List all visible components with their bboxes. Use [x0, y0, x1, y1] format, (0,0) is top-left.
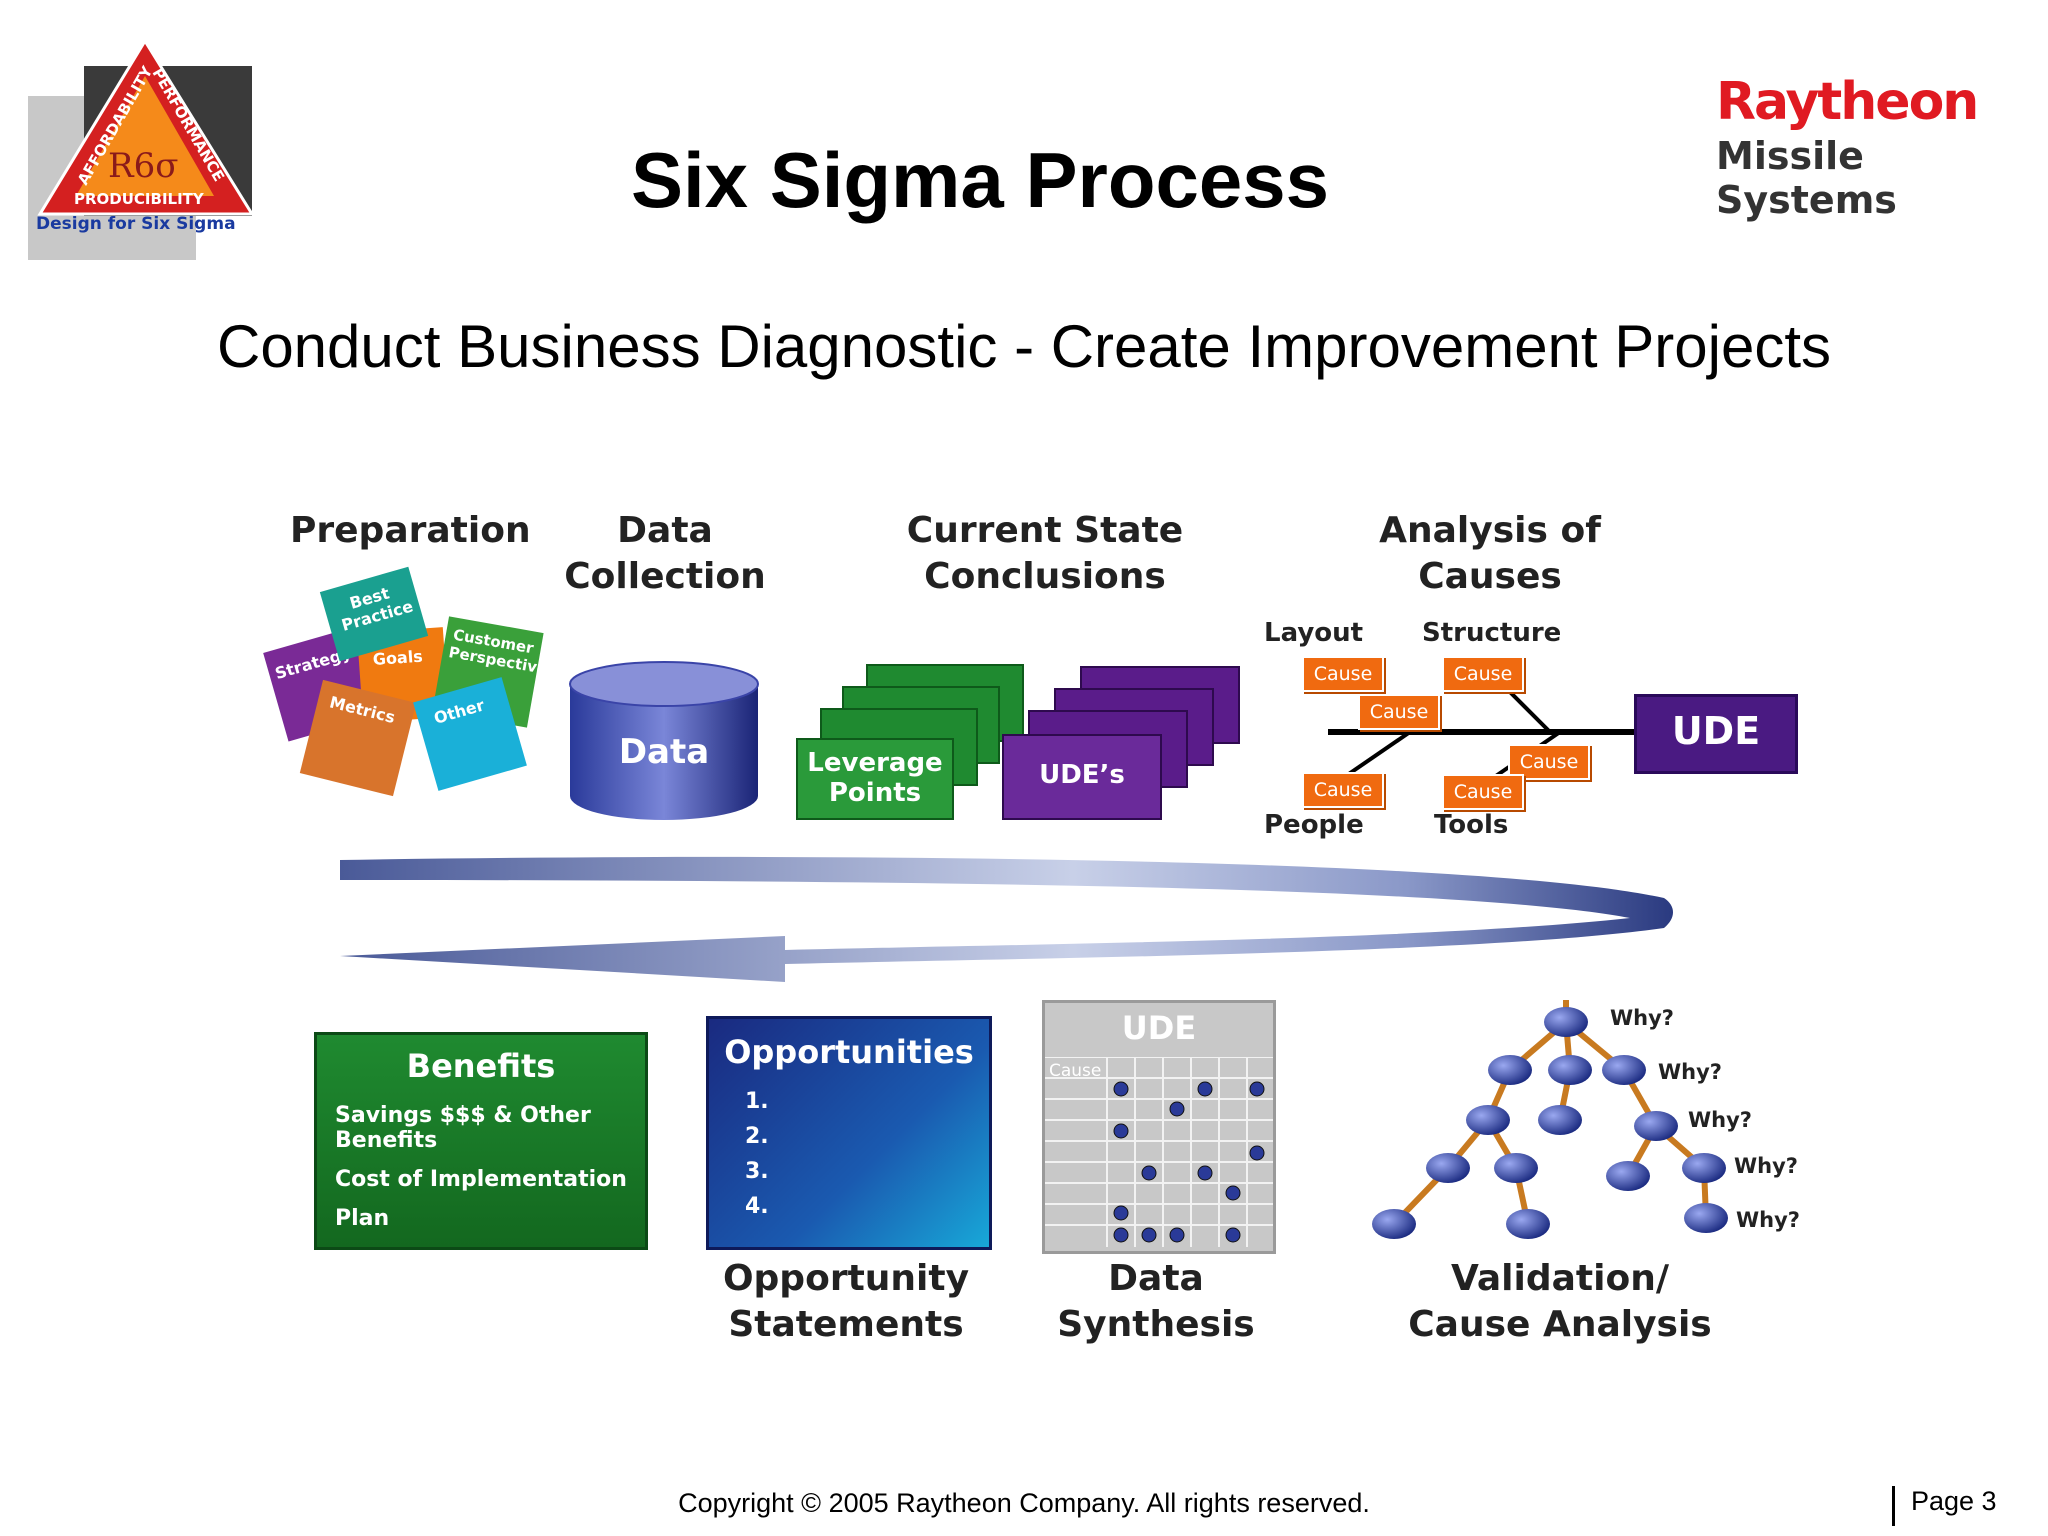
- cylinder-graphic: [569, 661, 759, 820]
- benefits-line: Cost of Implementation: [335, 1167, 627, 1192]
- why-label: Why?: [1688, 1108, 1752, 1132]
- logo-center-text: R6σ: [108, 146, 179, 186]
- fishbone-label-structure: Structure: [1422, 618, 1562, 648]
- opportunities-box: Opportunities 1. 2. 3. 4.: [706, 1016, 992, 1250]
- validation-caption: Validation/ Cause Analysis: [1380, 1256, 1740, 1348]
- opportunity-item: 3.: [745, 1159, 769, 1184]
- opportunity-item: 1.: [745, 1089, 769, 1114]
- logo-tagline: Design for Six Sigma: [36, 214, 236, 234]
- grid-title: UDE: [1121, 1009, 1197, 1047]
- page-number: Page 3: [1892, 1486, 1997, 1526]
- benefits-line: Savings $$$ & Other Benefits: [335, 1103, 591, 1153]
- benefits-title: Benefits: [406, 1047, 556, 1085]
- why-label: Why?: [1658, 1060, 1722, 1084]
- brand-division: Missile Systems: [1716, 134, 1897, 222]
- page-subtitle: Conduct Business Diagnostic - Create Imp…: [216, 313, 1832, 380]
- step-data-collection-title: Data Collection: [560, 508, 770, 600]
- data-synthesis-caption: Data Synthesis: [1042, 1256, 1270, 1348]
- udes-card: UDE’s: [1002, 734, 1162, 820]
- opportunity-statements-caption: Opportunity Statements: [706, 1256, 986, 1348]
- card-label-line: Points: [828, 778, 922, 808]
- title-line: Current State: [906, 510, 1184, 551]
- benefits-box: Benefits Savings $$$ & Other Benefits Co…: [314, 1032, 648, 1250]
- logo-base-text: PRODUCIBILITY: [74, 190, 204, 208]
- fishbone-label-tools: Tools: [1434, 810, 1509, 840]
- opportunity-item: 2.: [745, 1124, 769, 1149]
- card-label: UDE’s: [1039, 760, 1125, 790]
- preparation-cards: Strategy Goals Best Practice Customer Pe…: [260, 566, 560, 800]
- caption-line: Validation/: [1451, 1258, 1669, 1299]
- cause-box: Cause: [1302, 656, 1384, 692]
- cause-box: Cause: [1302, 772, 1384, 808]
- card-label: Best Practice: [339, 583, 416, 635]
- card-label: Customer Perspective: [447, 625, 549, 679]
- cause-box: Cause: [1358, 694, 1440, 730]
- why-label: Why?: [1734, 1154, 1798, 1178]
- title-line: Collection: [564, 556, 766, 597]
- caption-line: Synthesis: [1057, 1304, 1255, 1345]
- opportunity-item: 4.: [745, 1194, 769, 1219]
- title-line: Causes: [1418, 556, 1562, 597]
- synthesis-grid: UDE Cause: [1042, 1000, 1276, 1254]
- cause-box: Cause: [1442, 656, 1524, 692]
- title-line: Data: [617, 510, 713, 551]
- step-current-state-title: Current State Conclusions: [900, 508, 1190, 600]
- udes-stack: UDE’s: [1002, 664, 1246, 824]
- opportunities-title: Opportunities: [724, 1033, 974, 1071]
- ude-box: UDE: [1634, 694, 1798, 774]
- why-label: Why?: [1736, 1208, 1800, 1232]
- step-preparation-title: Preparation: [290, 510, 531, 551]
- why-label: Why?: [1610, 1006, 1674, 1030]
- leverage-points-card: Leverage Points: [796, 738, 954, 820]
- dfss-logo: AFFORDABILITY PERFORMANCE R6σ PRODUCIBIL…: [28, 36, 258, 260]
- card-label-line: Leverage: [807, 748, 943, 778]
- page-title: Six Sigma Process: [630, 136, 1330, 224]
- caption-line: Data: [1108, 1258, 1204, 1299]
- process-flow-arrow: [340, 856, 1673, 982]
- caption-line: Statements: [728, 1304, 964, 1345]
- benefits-line: Plan: [335, 1206, 390, 1231]
- step-analysis-title: Analysis of Causes: [1360, 508, 1620, 600]
- title-line: Conclusions: [924, 556, 1166, 597]
- caption-line: Opportunity: [722, 1258, 970, 1299]
- cylinder-label: Data: [618, 732, 710, 772]
- cause-box: Cause: [1442, 774, 1524, 810]
- grid-cells: [1045, 1057, 1273, 1247]
- copyright-footer: Copyright © 2005 Raytheon Company. All r…: [678, 1488, 1370, 1518]
- fishbone-label-layout: Layout: [1264, 618, 1364, 648]
- fishbone-label-people: People: [1264, 810, 1364, 840]
- ude-label: UDE: [1671, 709, 1761, 753]
- grid-row-label: Cause: [1049, 1061, 1102, 1081]
- brand-name: Raytheon: [1716, 72, 1979, 132]
- data-cylinder: Data: [566, 660, 762, 824]
- leverage-points-stack: Leverage Points: [796, 662, 1026, 822]
- caption-line: Cause Analysis: [1408, 1304, 1712, 1345]
- title-line: Analysis of: [1379, 510, 1601, 551]
- cause-box: Cause: [1508, 744, 1590, 780]
- validation-tree: [1372, 1000, 1728, 1239]
- dfss-triangle-graphic: AFFORDABILITY PERFORMANCE: [28, 38, 255, 260]
